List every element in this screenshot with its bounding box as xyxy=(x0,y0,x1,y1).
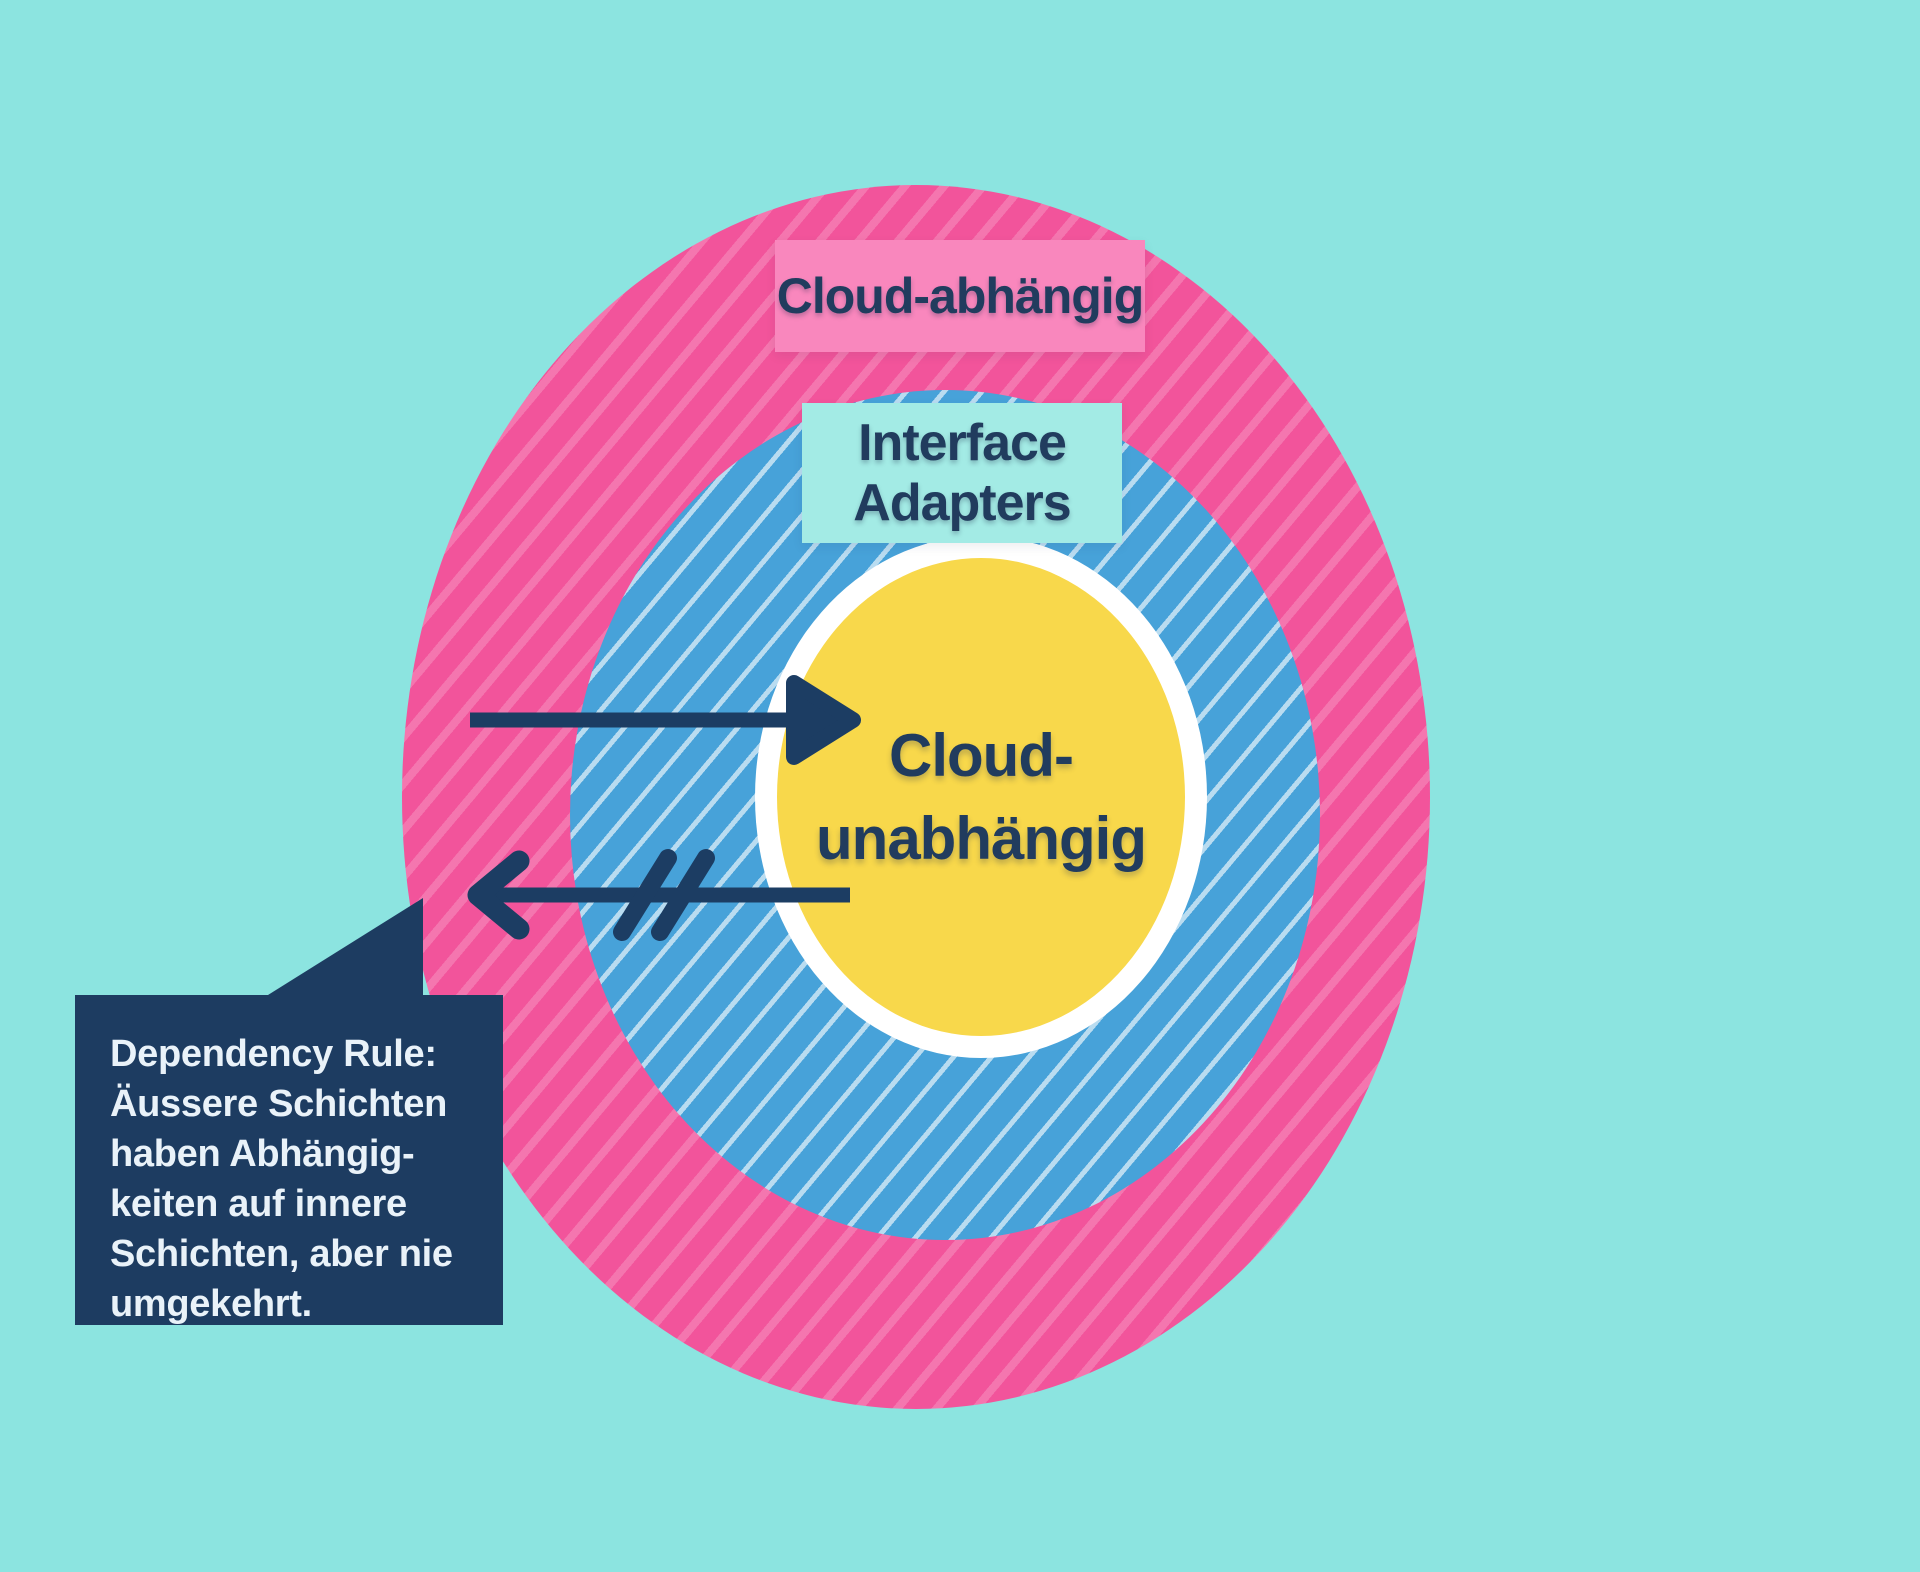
callout-line: keiten auf innere xyxy=(110,1183,407,1225)
callout-line: umgekehrt. xyxy=(110,1283,312,1325)
outer-ring-label: Cloud-abhängig xyxy=(775,240,1145,352)
callout-line: Dependency Rule: xyxy=(110,1033,437,1075)
middle-ring-label-line1: Interface xyxy=(858,414,1067,472)
core-label: Cloud- unabhängig xyxy=(777,558,1185,1036)
outer-ring-label-text: Cloud-abhängig xyxy=(776,268,1144,324)
core-label-line1: Cloud- xyxy=(889,722,1074,789)
callout-line: Schichten, aber nie xyxy=(110,1233,453,1275)
core-cloud-independent xyxy=(777,558,1185,1036)
callout-pointer xyxy=(252,898,423,1005)
middle-ring-label-line2: Adapters xyxy=(853,474,1071,532)
callout-line: Äussere Schichten xyxy=(110,1083,448,1125)
dependency-rule-callout: Dependency Rule: Äussere Schichten haben… xyxy=(75,995,503,1325)
core-label-line2: unabhängig xyxy=(816,805,1147,872)
callout-line: haben Abhängig- xyxy=(110,1133,415,1175)
middle-ring-label: Interface Adapters xyxy=(802,403,1122,543)
